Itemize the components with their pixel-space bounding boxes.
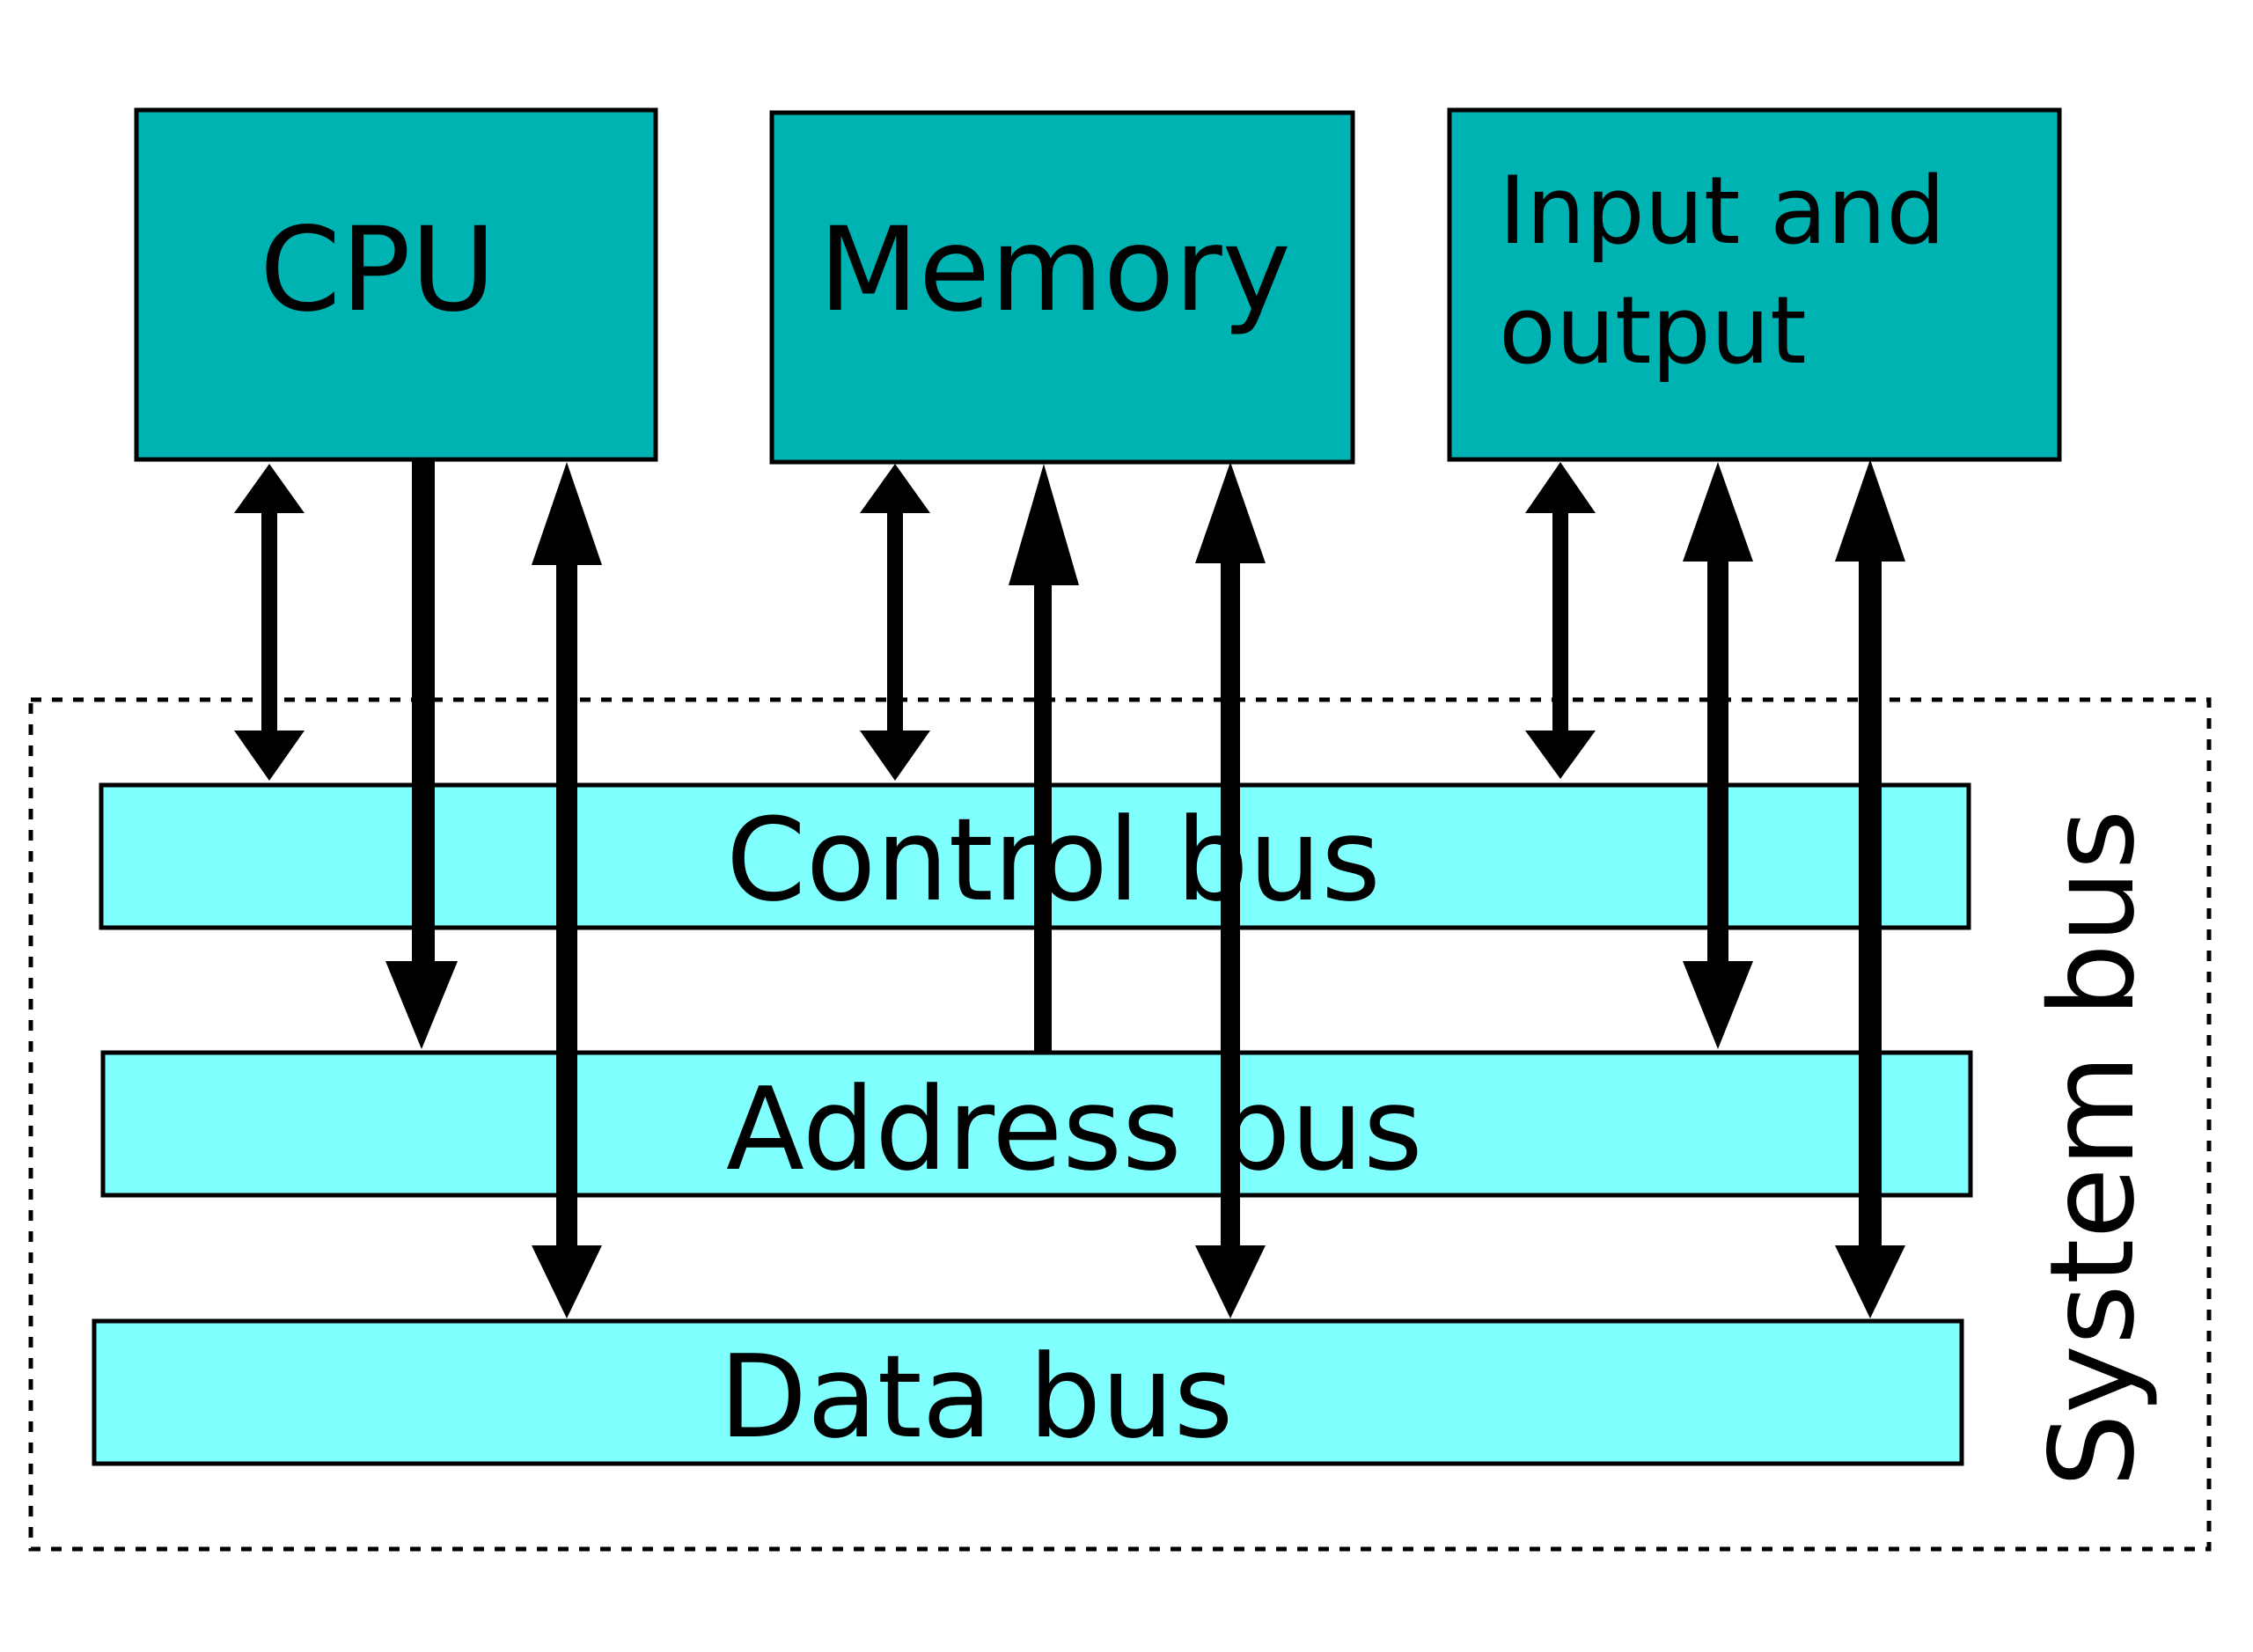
cpu-box [134,107,658,462]
data-bus-bar [92,1318,1964,1466]
io-label-line2: output [1499,276,1807,385]
memory-control-arrow [860,464,930,781]
address-bus-label: Address bus [726,1062,1423,1196]
cpu-data-arrow [532,462,602,1318]
io-address-arrow [1683,462,1753,1049]
io-control-arrow [1525,462,1596,779]
io-label-line1: Input and [1499,157,1946,265]
io-box [1447,107,2062,462]
memory-data-arrow [1195,462,1266,1318]
cpu-label: CPU [260,202,495,338]
cpu-address-arrow [385,459,458,1049]
io-data-arrow [1835,459,1905,1318]
memory-label: Memory [818,202,1291,338]
system-bus-boundary [28,697,2212,1552]
address-memory-arrow [1009,464,1079,1053]
connection-arrows [234,459,1905,1318]
memory-box [769,110,1355,465]
control-bus-label: Control bus [726,793,1381,927]
cpu-control-arrow [234,464,305,781]
data-bus-label: Data bus [719,1330,1233,1464]
system-bus-label: System bus [2025,810,2161,1487]
